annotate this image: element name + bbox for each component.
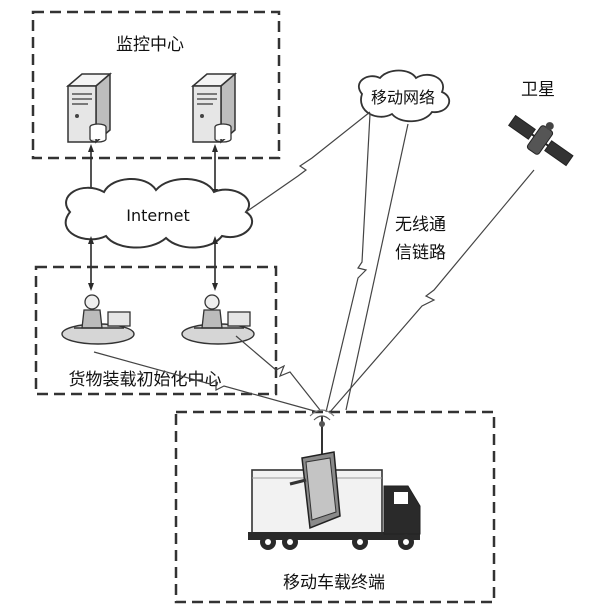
loading-center: 货物装载初始化中心 xyxy=(34,265,278,396)
monitoring-center-border xyxy=(31,10,281,160)
monitoring-center-label: 监控中心 xyxy=(116,35,184,55)
workstation-truck-link xyxy=(93,351,319,413)
internet-label: Internet xyxy=(126,206,190,225)
server-icon xyxy=(65,72,113,144)
loading-center-label: 货物装载初始化中心 xyxy=(69,370,222,390)
workstation-truck-link xyxy=(235,335,321,411)
onboard-terminal-icon xyxy=(289,409,341,530)
server-icon xyxy=(190,72,238,144)
mobile-network-label: 移动网络 xyxy=(371,88,435,107)
wireless-link-label-line2: 信链路 xyxy=(395,243,446,263)
operator-workstation-icon xyxy=(61,294,135,345)
mobile-truck-link xyxy=(345,123,409,411)
internet-cloud: Internet xyxy=(64,177,253,249)
wireless-links xyxy=(93,111,535,413)
mobile-truck-link xyxy=(325,113,371,413)
internet-mobile-link xyxy=(245,111,371,213)
vehicle-terminal-label: 移动车载终端 xyxy=(283,573,385,593)
satellite-truck-link xyxy=(329,169,535,413)
monitoring-center: 监控中心 xyxy=(31,10,281,160)
loading-center-border xyxy=(34,265,278,396)
satellite-label: 卫星 xyxy=(521,80,555,100)
wireless-link-label-line1: 无线通 xyxy=(395,215,446,235)
satellite-icon xyxy=(508,114,574,167)
operator-workstation-icon xyxy=(181,294,255,345)
vehicle-terminal-border xyxy=(174,410,496,604)
mobile-network-cloud: 移动网络 xyxy=(358,69,451,123)
vehicle-terminal: 移动车载终端 xyxy=(174,409,496,604)
